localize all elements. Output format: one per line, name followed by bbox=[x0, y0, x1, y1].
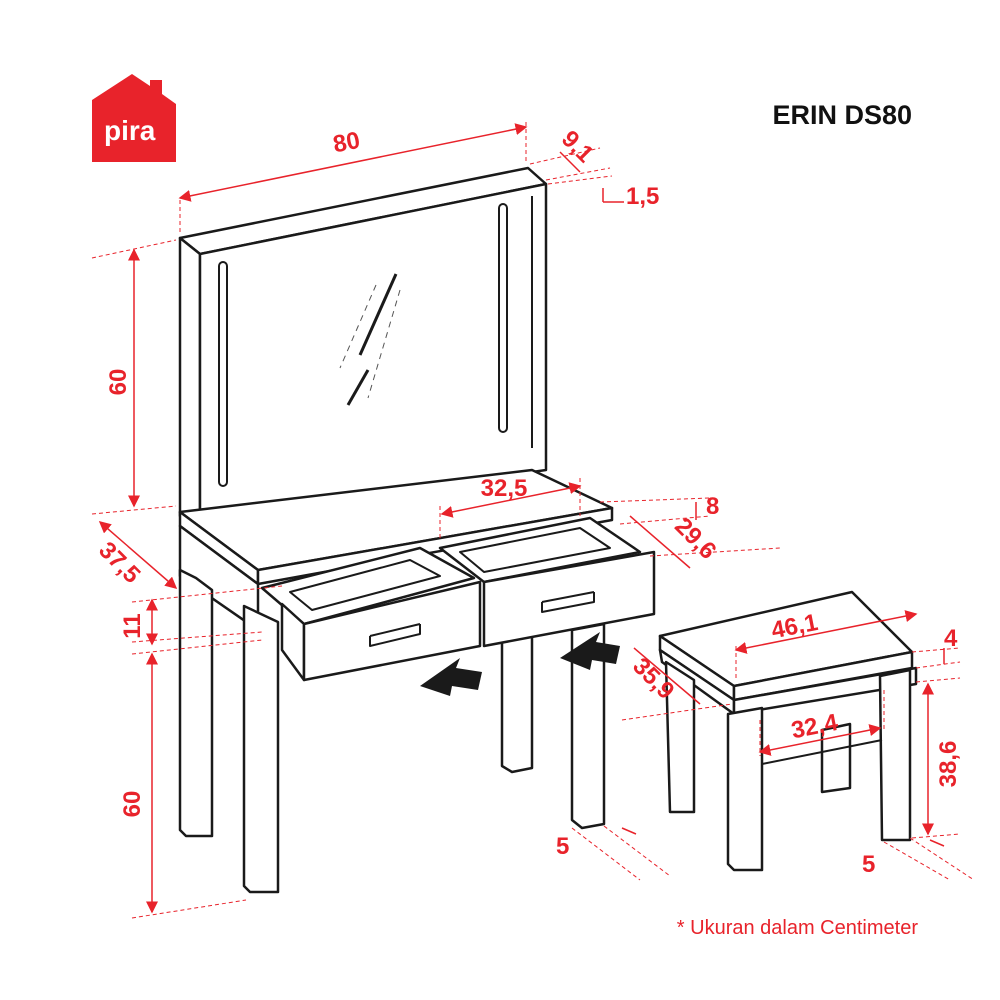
dim-leg-height: 60 bbox=[119, 791, 146, 818]
stool bbox=[658, 590, 918, 872]
dim-mirror-height: 60 bbox=[105, 369, 132, 396]
unit-note: * Ukuran dalam Centimeter bbox=[677, 917, 919, 939]
dim-drawer-front: 11 bbox=[119, 613, 146, 638]
dressing-table bbox=[178, 468, 656, 894]
dim-stool-height: 38,6 bbox=[935, 741, 962, 788]
dim-drawer-small: 8 bbox=[706, 493, 719, 520]
dimension-lines bbox=[91, 122, 975, 919]
dim-mirror-top: 1,5 bbox=[626, 183, 659, 210]
pira-logo: pira bbox=[92, 74, 176, 162]
dim-leg-table: 5 bbox=[556, 833, 569, 860]
dim-table-depth: 37,5 bbox=[93, 537, 145, 589]
dim-mirror-depth: 9,1 bbox=[556, 125, 599, 168]
product-title: ERIN DS80 bbox=[772, 100, 912, 130]
dim-leg-stool: 5 bbox=[862, 851, 875, 878]
brand-name: pira bbox=[104, 115, 156, 146]
dim-drawer-width: 32,5 bbox=[481, 475, 528, 502]
dim-mirror-width: 80 bbox=[331, 127, 362, 159]
dim-stool-cushion: 4 bbox=[944, 625, 958, 652]
mirror-unit bbox=[178, 166, 548, 522]
